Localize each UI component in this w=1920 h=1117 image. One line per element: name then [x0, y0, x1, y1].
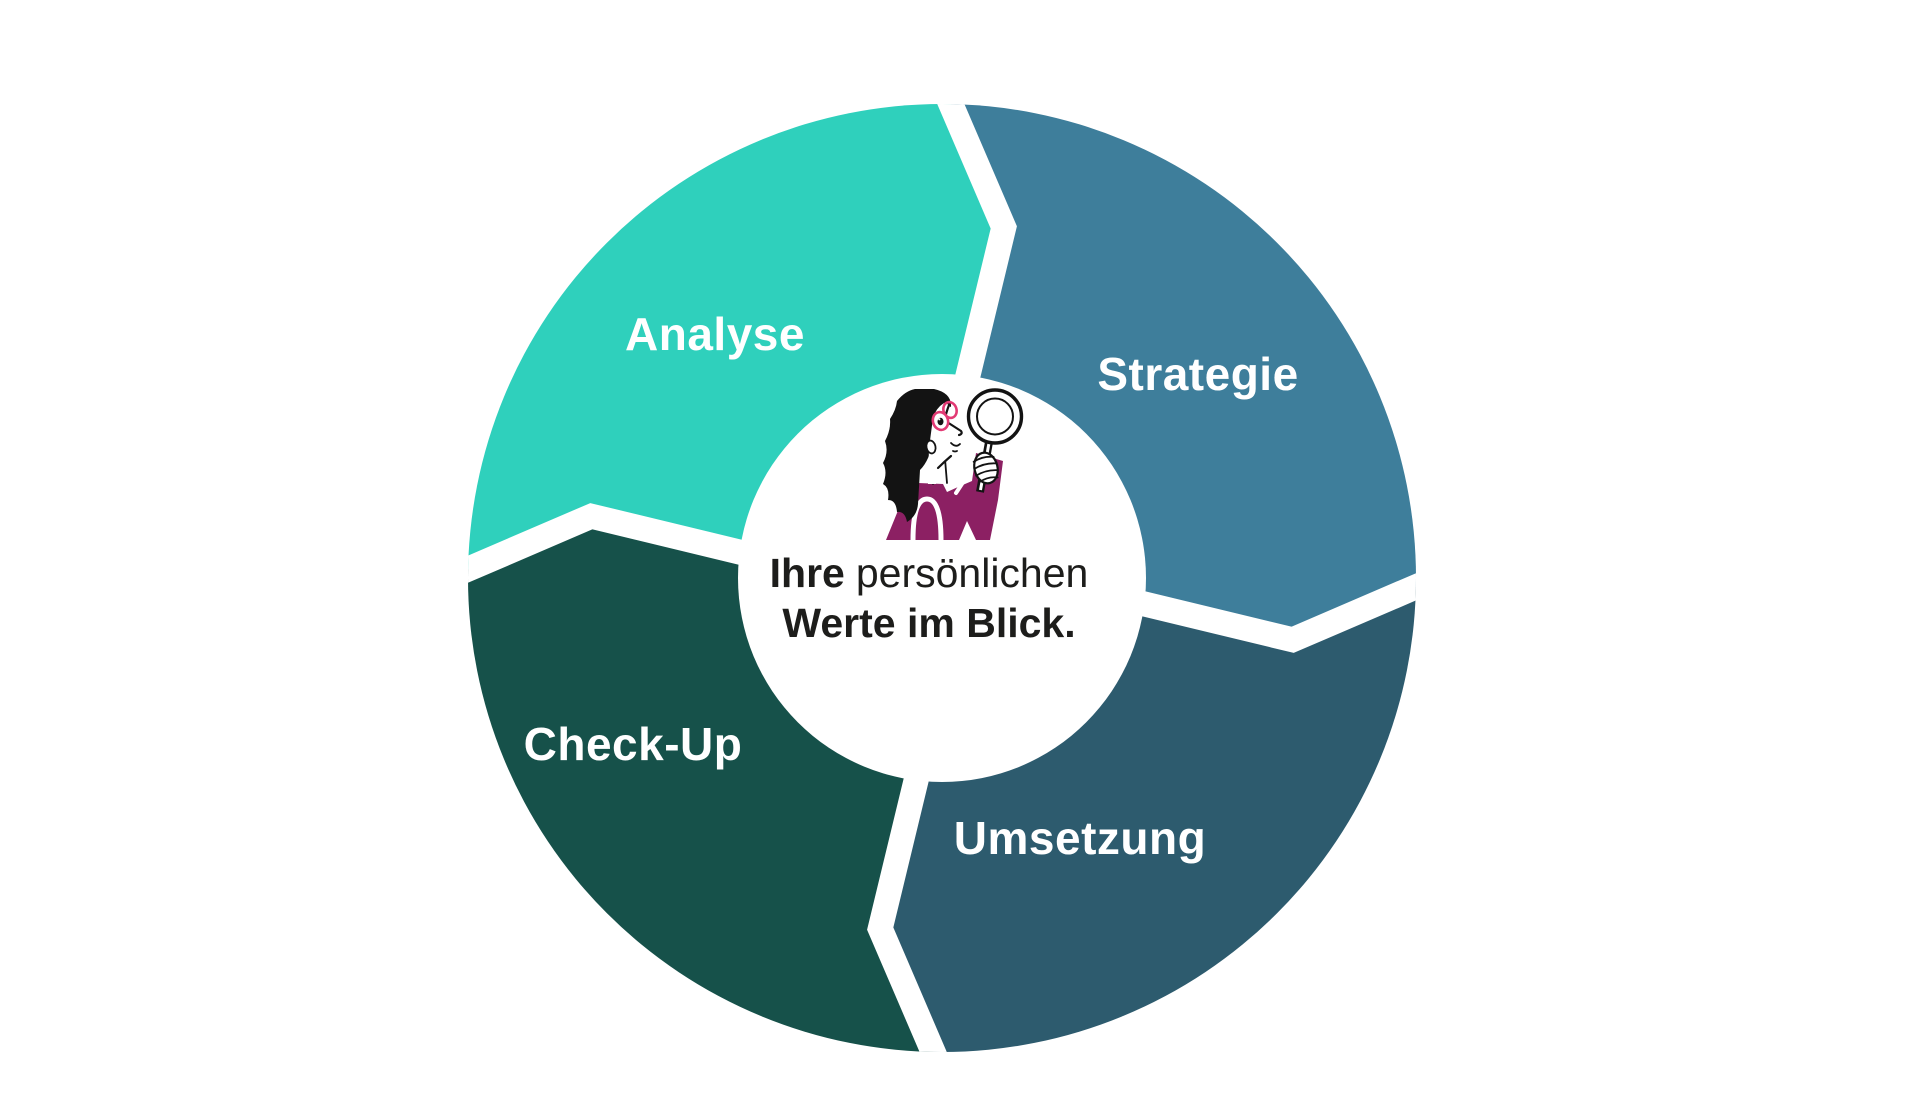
hand	[972, 451, 999, 485]
woman-with-magnifying-glass-illustration	[883, 388, 1024, 543]
center-caption-line2: Werte im Blick.	[782, 600, 1075, 646]
center-circle	[738, 374, 1146, 782]
segment-divider-left	[468, 503, 796, 601]
mouth	[950, 442, 961, 453]
center-caption-emphasis: Ihre	[770, 550, 845, 596]
center-caption-rest: persönlichen	[856, 550, 1089, 596]
segment-divider-top	[919, 104, 1017, 432]
segment-label-analyse: Analyse	[625, 308, 805, 360]
ear	[925, 439, 937, 455]
segment-label-strategie: Strategie	[1097, 348, 1298, 400]
hair	[883, 389, 952, 522]
magnifying-glass-inner-ring	[976, 397, 1014, 436]
segment-label-umsetzung: Umsetzung	[954, 812, 1206, 864]
segment-divider-bottom	[867, 724, 965, 1052]
eye-glint	[938, 418, 941, 421]
chest-arch-detail	[910, 496, 944, 543]
segment-divider-right	[1088, 555, 1416, 653]
segment-label-check-up: Check-Up	[524, 718, 743, 770]
